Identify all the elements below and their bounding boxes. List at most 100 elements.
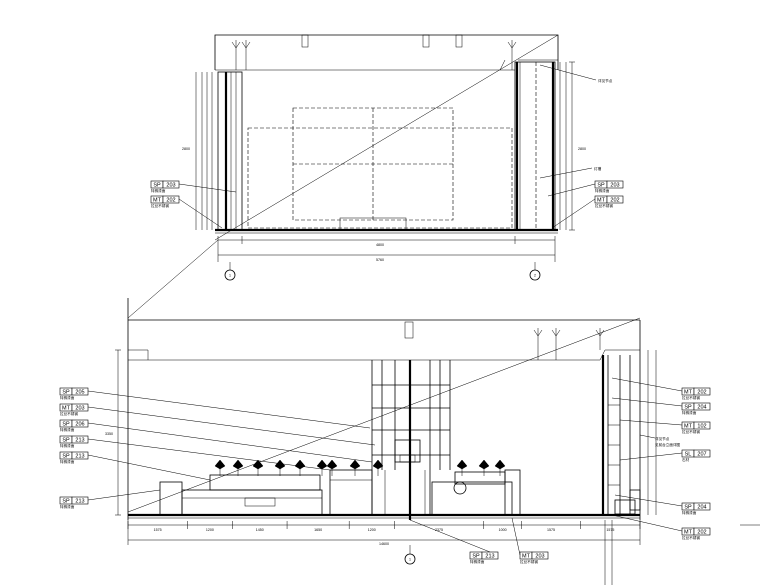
leader-line [87,438,331,471]
svg-text:MT: MT [153,198,162,204]
tag-number: 203 [535,554,544,560]
svg-text:拉丝不锈钢: 拉丝不锈钢 [595,203,613,208]
plant-icon [252,459,264,476]
tag-note: 特殊漆面 [682,510,697,515]
lower-total-dim: 14600 [379,542,389,546]
section-cut-line [127,317,641,513]
axis-label: 1 [229,274,231,278]
tag-note: 拉丝不锈钢 [60,411,78,416]
downlight-icon [595,328,605,350]
upper-segment-dim: 4800 [376,243,384,247]
upper-right-height: 2800 [578,147,586,151]
tag-number: 206 [75,422,84,428]
leader-line [409,519,491,553]
leader-line [619,452,683,461]
plant-row [214,459,506,476]
tag-number: 204 [697,505,706,511]
svg-text:特殊漆面: 特殊漆面 [595,188,610,193]
tag-code: MT [684,530,693,536]
tag-note: 拉丝不锈钢 [682,535,700,540]
tag-note: 特殊漆面 [60,504,75,509]
tag-code: MT [684,424,693,430]
plant-icon [294,459,306,476]
axis-label: 1 [409,558,411,562]
downlight-icon [231,40,251,70]
leader-line [87,422,373,463]
right-wall-panel [601,355,641,515]
tag-code: SP [62,438,70,444]
panel-outline [247,127,513,229]
tag-number: 202 [697,390,706,396]
tag-code: SP [684,405,692,411]
ceiling-fixture [455,34,463,48]
tag-note: 特殊漆面 [470,559,485,564]
tag-code: SL [685,452,692,458]
plant-icon [494,459,506,476]
tag-code: SP [62,454,70,460]
reception-desk [159,469,373,516]
dim-segment-label: 2375 [435,528,443,532]
ceiling-fixture [404,321,414,339]
tag-number: 202 [697,530,706,536]
plant-icon [372,459,384,476]
material-tag: MT 202 拉丝不锈钢 [594,195,624,208]
tag-number: 213 [75,438,84,444]
dim-segment-label: 1200 [206,528,214,532]
tag-number: 102 [697,424,706,430]
tag-note: 特殊漆面 [60,459,75,464]
tag-note: 特殊漆面 [60,395,75,400]
tag-number: 213 [485,554,494,560]
axis-bubble [529,269,541,281]
leader-line [87,489,161,501]
plant-icon [316,459,328,476]
tag-code: SP [62,390,70,396]
dim-segment-label: 1650 [314,528,322,532]
downlight-icon [507,40,517,70]
leader-line [87,390,371,429]
svg-text:SP: SP [153,183,161,189]
tag-note: 特殊漆面 [60,443,75,448]
section-cut-line [127,239,219,319]
leader-line [87,454,211,481]
central-structure [371,360,451,520]
leader-line [619,419,683,426]
display-box [394,439,421,463]
svg-text:203: 203 [166,183,175,189]
tag-note: 拉丝不锈钢 [682,429,700,434]
detail-note: 详见节点 [598,78,613,83]
tag-number: 203 [75,406,84,412]
svg-text:203: 203 [610,183,619,189]
tag-note: 特殊漆面 [60,427,75,432]
tag-note: 石材 [682,457,690,462]
left-column [217,71,243,231]
tag-note: 特殊漆面 [682,410,697,415]
dim-segment-label: 1575 [606,528,614,532]
tag-note: 拉丝不锈钢 [682,395,700,400]
svg-text:202: 202 [610,198,619,204]
dim-segment-label: 1450 [256,528,264,532]
upper-elevation: 2800 2800 4800 5760 1 2 SP 203 特殊漆面 MT [150,34,624,281]
axis-bubble [224,269,236,281]
reception-note: 见前台立面详图 [655,442,681,447]
tag-code: MT [62,406,71,412]
right-column [514,61,556,231]
dim-segment-label: 1200 [368,528,376,532]
section-cut-line [214,34,559,241]
plant-icon [214,459,226,476]
svg-text:MT: MT [597,198,606,204]
dim-segment-label: 1575 [154,528,162,532]
dim-segment-label: 1575 [547,528,555,532]
